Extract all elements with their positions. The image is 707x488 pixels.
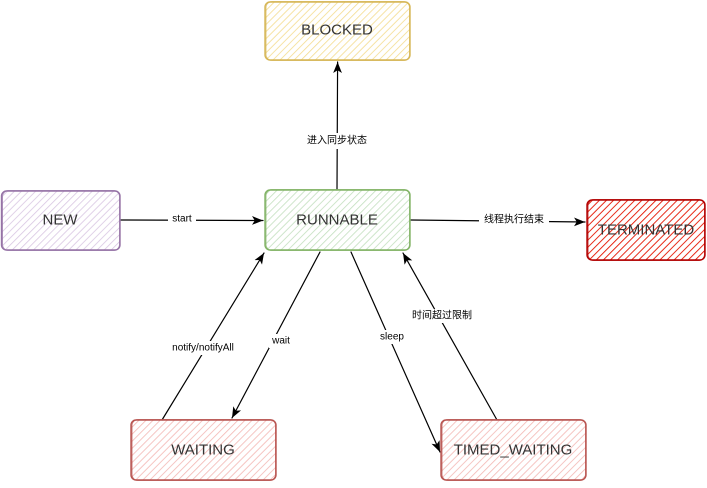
node-timed-waiting-label: TIMED_WAITING (454, 442, 573, 459)
edge-new-to-runnable-label-bg (168, 213, 196, 226)
node-terminated: TERMINATED (586, 199, 706, 261)
node-new: NEW (0, 190, 121, 251)
edge-runnable-to-waiting-label-bg (269, 334, 293, 348)
edge-runnable-to-waiting: wait (231, 251, 321, 419)
edge-runnable-to-blocked-line (333, 61, 342, 191)
edge-timed-waiting-to-runnable: 时间超过限制 (402, 252, 498, 421)
edge-timed-waiting-to-runnable-line (402, 252, 498, 421)
edge-runnable-to-blocked-label-bg (302, 133, 372, 149)
node-runnable-label: RUNNABLE (296, 212, 378, 229)
edge-runnable-to-waiting-label: wait (271, 336, 290, 347)
edge-timed-waiting-to-runnable-label-bg (407, 309, 477, 323)
node-runnable-box-outline (265, 189, 410, 251)
edge-runnable-to-blocked: 进入同步状态 (302, 61, 372, 191)
node-new-label: NEW (43, 212, 79, 229)
edge-waiting-to-runnable-line (161, 252, 265, 421)
edge-runnable-to-blocked-label: 进入同步状态 (307, 134, 367, 147)
node-blocked-label: BLOCKED (301, 22, 373, 39)
node-waiting-label: WAITING (171, 442, 235, 459)
node-terminated-box-outline (587, 199, 705, 261)
edge-new-to-runnable-label: start (172, 214, 192, 225)
edge-waiting-to-runnable-label: notify/notifyAll (172, 343, 234, 354)
node-terminated-label: TERMINATED (598, 222, 695, 239)
edge-waiting-to-runnable: notify/notifyAll (161, 252, 265, 421)
edge-runnable-to-timed-waiting-label: sleep (380, 332, 404, 343)
node-waiting: WAITING (130, 419, 277, 481)
edge-runnable-to-terminated: 线程执行结束 (410, 213, 586, 227)
node-waiting-box-outline (131, 419, 276, 481)
edge-runnable-to-timed-waiting-line (350, 251, 441, 453)
edge-runnable-to-terminated-label: 线程执行结束 (484, 213, 544, 226)
node-timed-waiting-box-outline (441, 419, 586, 481)
node-timed-waiting: TIMED_WAITING (440, 419, 587, 481)
edge-new-to-runnable: start (120, 213, 264, 226)
node-blocked-box-outline (265, 1, 410, 61)
edge-runnable-to-terminated-label-bg (479, 213, 549, 227)
edge-runnable-to-timed-waiting-label-bg (377, 330, 407, 344)
edge-timed-waiting-to-runnable-label: 时间超过限制 (412, 309, 472, 322)
node-blocked: BLOCKED (264, 1, 411, 61)
node-runnable: RUNNABLE (264, 189, 411, 251)
node-new-box-outline (2, 190, 120, 251)
edge-runnable-to-timed-waiting: sleep (350, 251, 441, 453)
edge-waiting-to-runnable-label-bg (164, 341, 242, 355)
